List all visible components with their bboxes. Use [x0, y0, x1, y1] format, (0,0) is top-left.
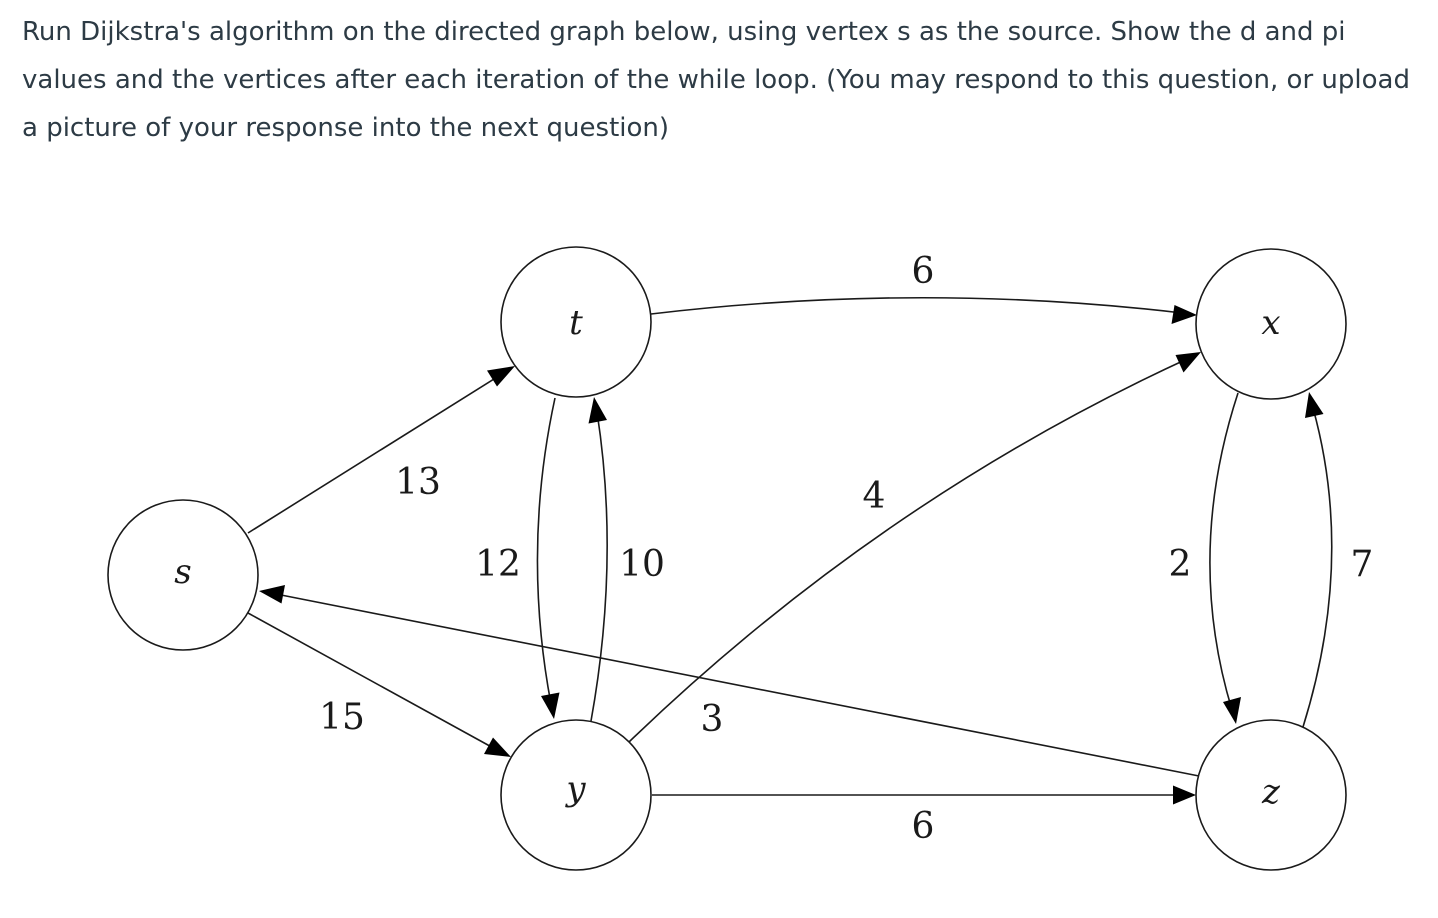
edge-t-y	[536, 397, 556, 705]
weight-z-s: 3	[701, 699, 724, 740]
node-z-label: z	[1261, 772, 1281, 812]
weight-y-z: 6	[912, 806, 935, 847]
arrow-t-x	[1171, 305, 1197, 324]
graph-edges	[247, 296, 1333, 805]
node-x: x	[1195, 248, 1347, 400]
edge-t-x	[650, 296, 1183, 315]
arrow-t-y	[541, 692, 560, 719]
weight-t-x: 6	[912, 251, 935, 292]
node-x-circle	[1195, 248, 1347, 400]
edge-z-x	[1302, 407, 1333, 728]
node-s: s	[107, 499, 259, 651]
question-text: Run Dijkstra's algorithm on the directed…	[22, 17, 1410, 143]
weight-s-t: 13	[395, 462, 441, 503]
edge-weights: 13 15 12 10 6 4 6 3 2 7	[319, 251, 1373, 847]
node-t: t	[500, 246, 652, 398]
arrow-z-x	[1305, 392, 1324, 418]
weight-z-x: 7	[1351, 544, 1374, 585]
edge-y-x	[628, 358, 1188, 743]
weight-x-z: 2	[1169, 544, 1192, 585]
arrow-x-z	[1223, 697, 1241, 724]
edge-s-y	[247, 612, 498, 751]
graph-nodes: s t x y z	[107, 246, 1347, 871]
node-s-label: s	[174, 552, 191, 592]
node-t-label: t	[569, 303, 583, 343]
node-s-circle	[107, 499, 259, 651]
node-z: z	[1195, 719, 1347, 871]
node-y: y	[500, 719, 652, 871]
node-y-circle	[500, 719, 652, 871]
weight-y-x: 4	[863, 476, 886, 517]
node-z-circle	[1195, 719, 1347, 871]
edge-x-z	[1209, 392, 1239, 711]
arrow-y-t	[588, 397, 607, 424]
arrow-y-x	[1175, 352, 1201, 373]
edge-y-t	[590, 411, 608, 722]
weight-y-t: 10	[619, 544, 665, 585]
arrow-y-z	[1173, 785, 1196, 805]
weight-t-y: 12	[475, 544, 521, 585]
node-y-label: y	[564, 769, 586, 809]
node-x-label: x	[1261, 303, 1280, 343]
edge-z-s	[275, 593, 1200, 777]
edge-s-t	[247, 373, 503, 534]
node-t-circle	[500, 246, 652, 398]
arrow-s-y	[484, 737, 511, 757]
weight-s-y: 15	[319, 697, 365, 738]
arrow-z-s	[259, 585, 285, 604]
arrow-s-t	[487, 366, 515, 387]
